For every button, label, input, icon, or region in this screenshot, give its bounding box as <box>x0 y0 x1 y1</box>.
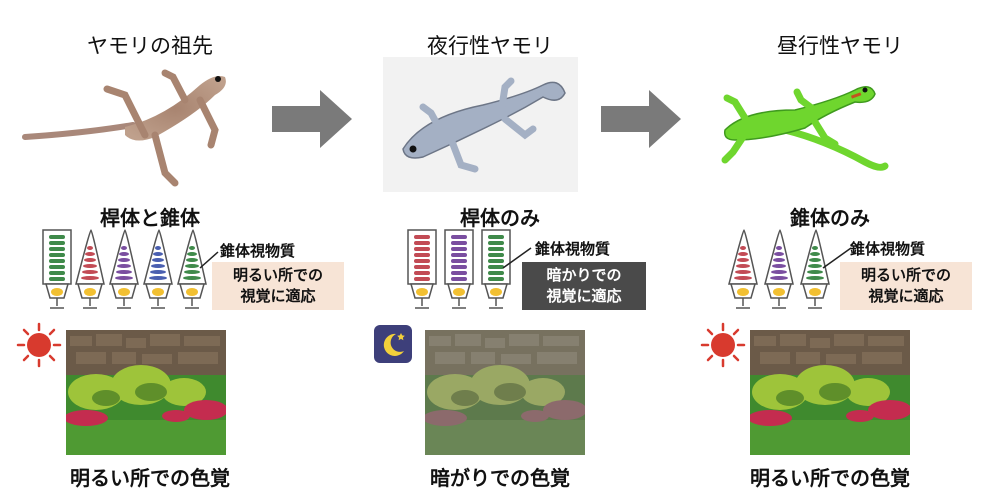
rod-cell <box>42 229 72 309</box>
diurnal-gecko-title: 昼行性ヤモリ <box>777 34 903 58</box>
nocturnal-caption: 暗がりでの色覚 <box>430 466 570 490</box>
diurnal-visual-pigment-label: 錐体視物質 <box>850 240 926 258</box>
garden-photo-bright <box>66 330 226 455</box>
cone-cell-red <box>75 229 105 309</box>
note-line-1: 暗かりでの <box>546 266 622 284</box>
note-line-1: 明るい所での <box>860 266 951 284</box>
cone-cell-green <box>177 229 207 309</box>
ancestor-gecko-illustration <box>22 69 226 187</box>
rod-cell-green <box>481 229 511 309</box>
diurnal-cell-heading: 錐体のみ <box>790 206 870 230</box>
arrow-right-icon <box>601 90 681 148</box>
ancestor-adaptation-note: 明るい所での 視覚に適応 <box>212 262 344 310</box>
rod-cell-red <box>407 229 437 309</box>
cone-cell-green <box>800 229 830 309</box>
diurnal-caption: 明るい所での色覚 <box>750 466 910 490</box>
nocturnal-visual-pigment-label: 錐体視物質 <box>535 240 611 258</box>
note-line-2: 視覚に適応 <box>868 287 944 305</box>
ancestor-visual-pigment-label: 錐体視物質 <box>220 242 296 260</box>
nocturnal-cell-heading: 桿体のみ <box>460 206 540 230</box>
nocturnal-photoreceptors <box>407 229 532 309</box>
nocturnal-adaptation-note: 暗かりでの 視覚に適応 <box>522 262 646 310</box>
ancestor-photoreceptors <box>42 229 219 309</box>
garden-photo-dim <box>425 330 585 455</box>
cone-cell-purple <box>109 229 139 309</box>
cone-cell-blue <box>143 229 173 309</box>
sun-icon <box>16 322 62 368</box>
moon-icon <box>374 325 412 363</box>
cone-cell-purple <box>764 229 794 309</box>
note-line-2: 視覚に適応 <box>240 287 316 305</box>
ancestor-caption: 明るい所での色覚 <box>70 466 230 490</box>
nocturnal-gecko-illustration <box>383 57 578 192</box>
diurnal-adaptation-note: 明るい所での 視覚に適応 <box>840 262 972 310</box>
rod-cell-purple <box>444 229 474 309</box>
diurnal-photoreceptors <box>728 229 852 309</box>
note-line-1: 明るい所での <box>232 266 323 284</box>
ancestor-cell-heading: 桿体と錐体 <box>100 206 200 230</box>
diurnal-gecko-illustration <box>721 86 889 171</box>
cone-cell-red <box>728 229 758 309</box>
note-line-2: 視覚に適応 <box>546 287 622 305</box>
garden-photo-bright <box>750 330 910 455</box>
nocturnal-gecko-title: 夜行性ヤモリ <box>427 34 553 58</box>
ancestor-gecko-title: ヤモリの祖先 <box>87 34 213 58</box>
sun-icon <box>700 322 746 368</box>
arrow-right-icon <box>272 90 352 148</box>
